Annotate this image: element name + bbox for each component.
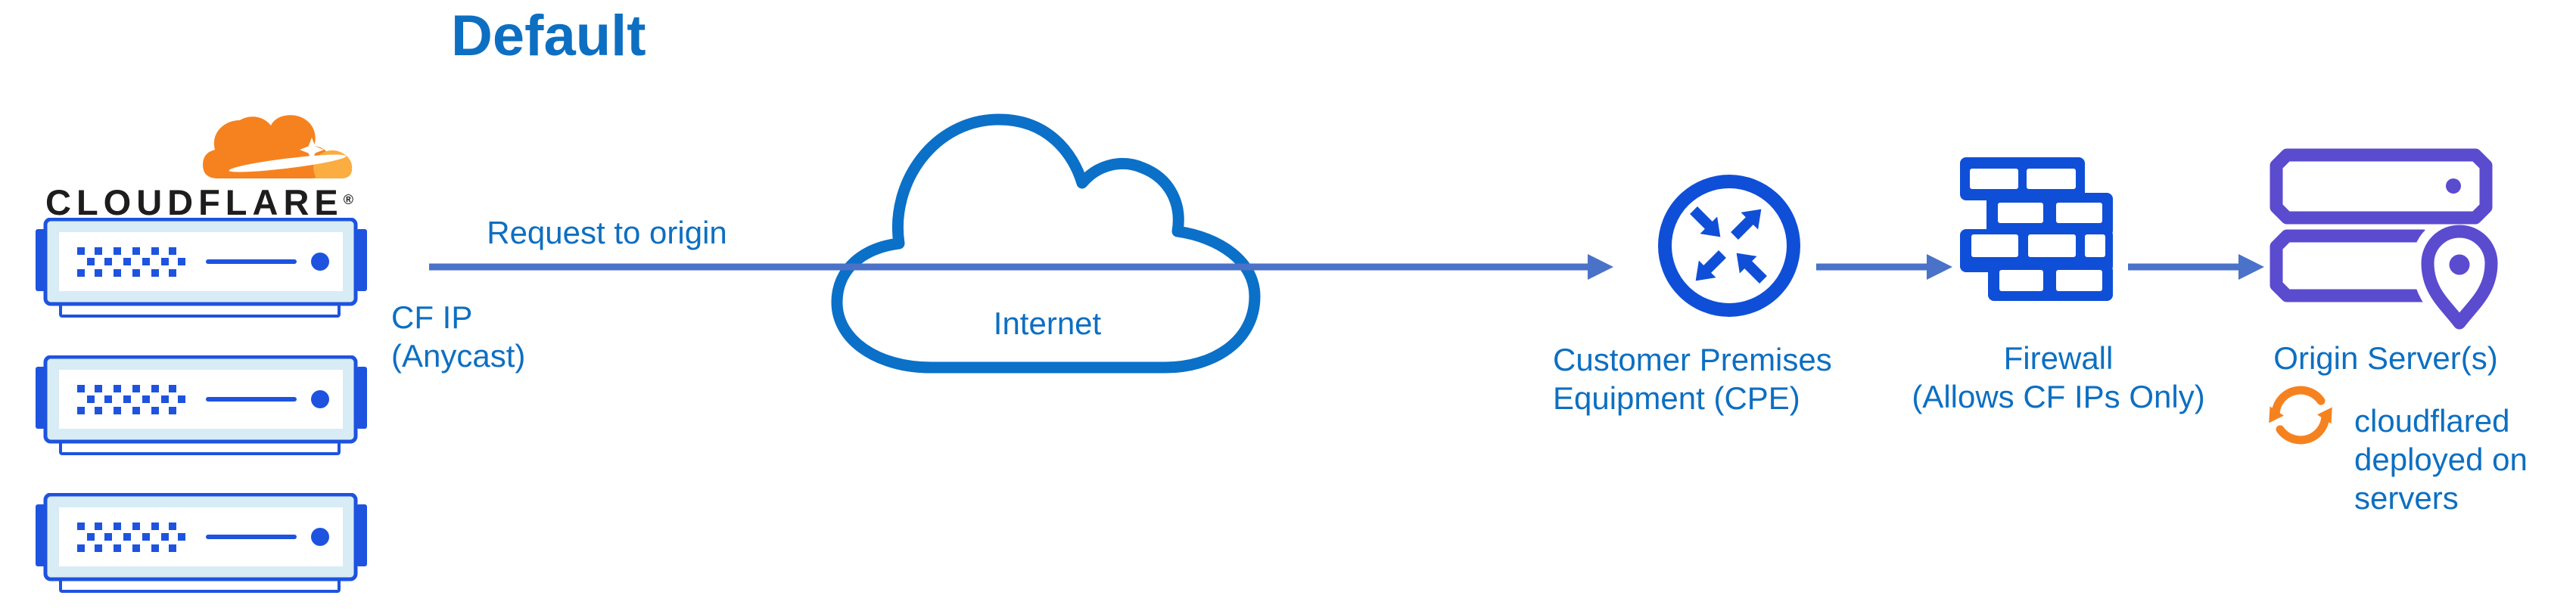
origin-servers-icon — [2270, 148, 2508, 350]
arrow-firewall-to-origin — [2128, 254, 2264, 280]
label-firewall: Firewall (Allows CF IPs Only) — [1912, 340, 2205, 414]
label-request-to-origin: Request to origin — [487, 215, 727, 250]
cloudflared-sync-arrows-icon — [2269, 386, 2332, 445]
label-cloudflared: cloudflared deployed on servers — [2354, 403, 2528, 516]
label-origin-servers: Origin Server(s) — [2273, 340, 2498, 376]
arrow-cpe-to-firewall — [1816, 254, 1952, 280]
origin-server-bottom — [2270, 229, 2430, 302]
cloudflare-logo-cloud-icon — [203, 115, 353, 178]
label-cpe: Customer Premises Equipment (CPE) — [1553, 342, 1832, 416]
label-cf-ip-anycast: CF IP (Anycast) — [391, 299, 526, 374]
origin-server-top — [2270, 148, 2493, 225]
registered-trademark-symbol: ® — [343, 192, 354, 207]
cpe-router-arrows-icon — [1658, 175, 1800, 317]
cloudflare-wordmark: CLOUDFLARE® — [45, 185, 353, 220]
firewall-brick-wall-icon — [1960, 157, 2113, 301]
internet-cloud-icon — [831, 113, 1261, 374]
label-internet: Internet — [993, 305, 1102, 341]
arrow-cloudflare-to-cpe — [429, 254, 1613, 280]
cloudflare-brand-text: CLOUDFLARE — [45, 182, 344, 222]
diagram-title: Default — [451, 4, 646, 68]
location-pin-icon — [2411, 216, 2508, 350]
